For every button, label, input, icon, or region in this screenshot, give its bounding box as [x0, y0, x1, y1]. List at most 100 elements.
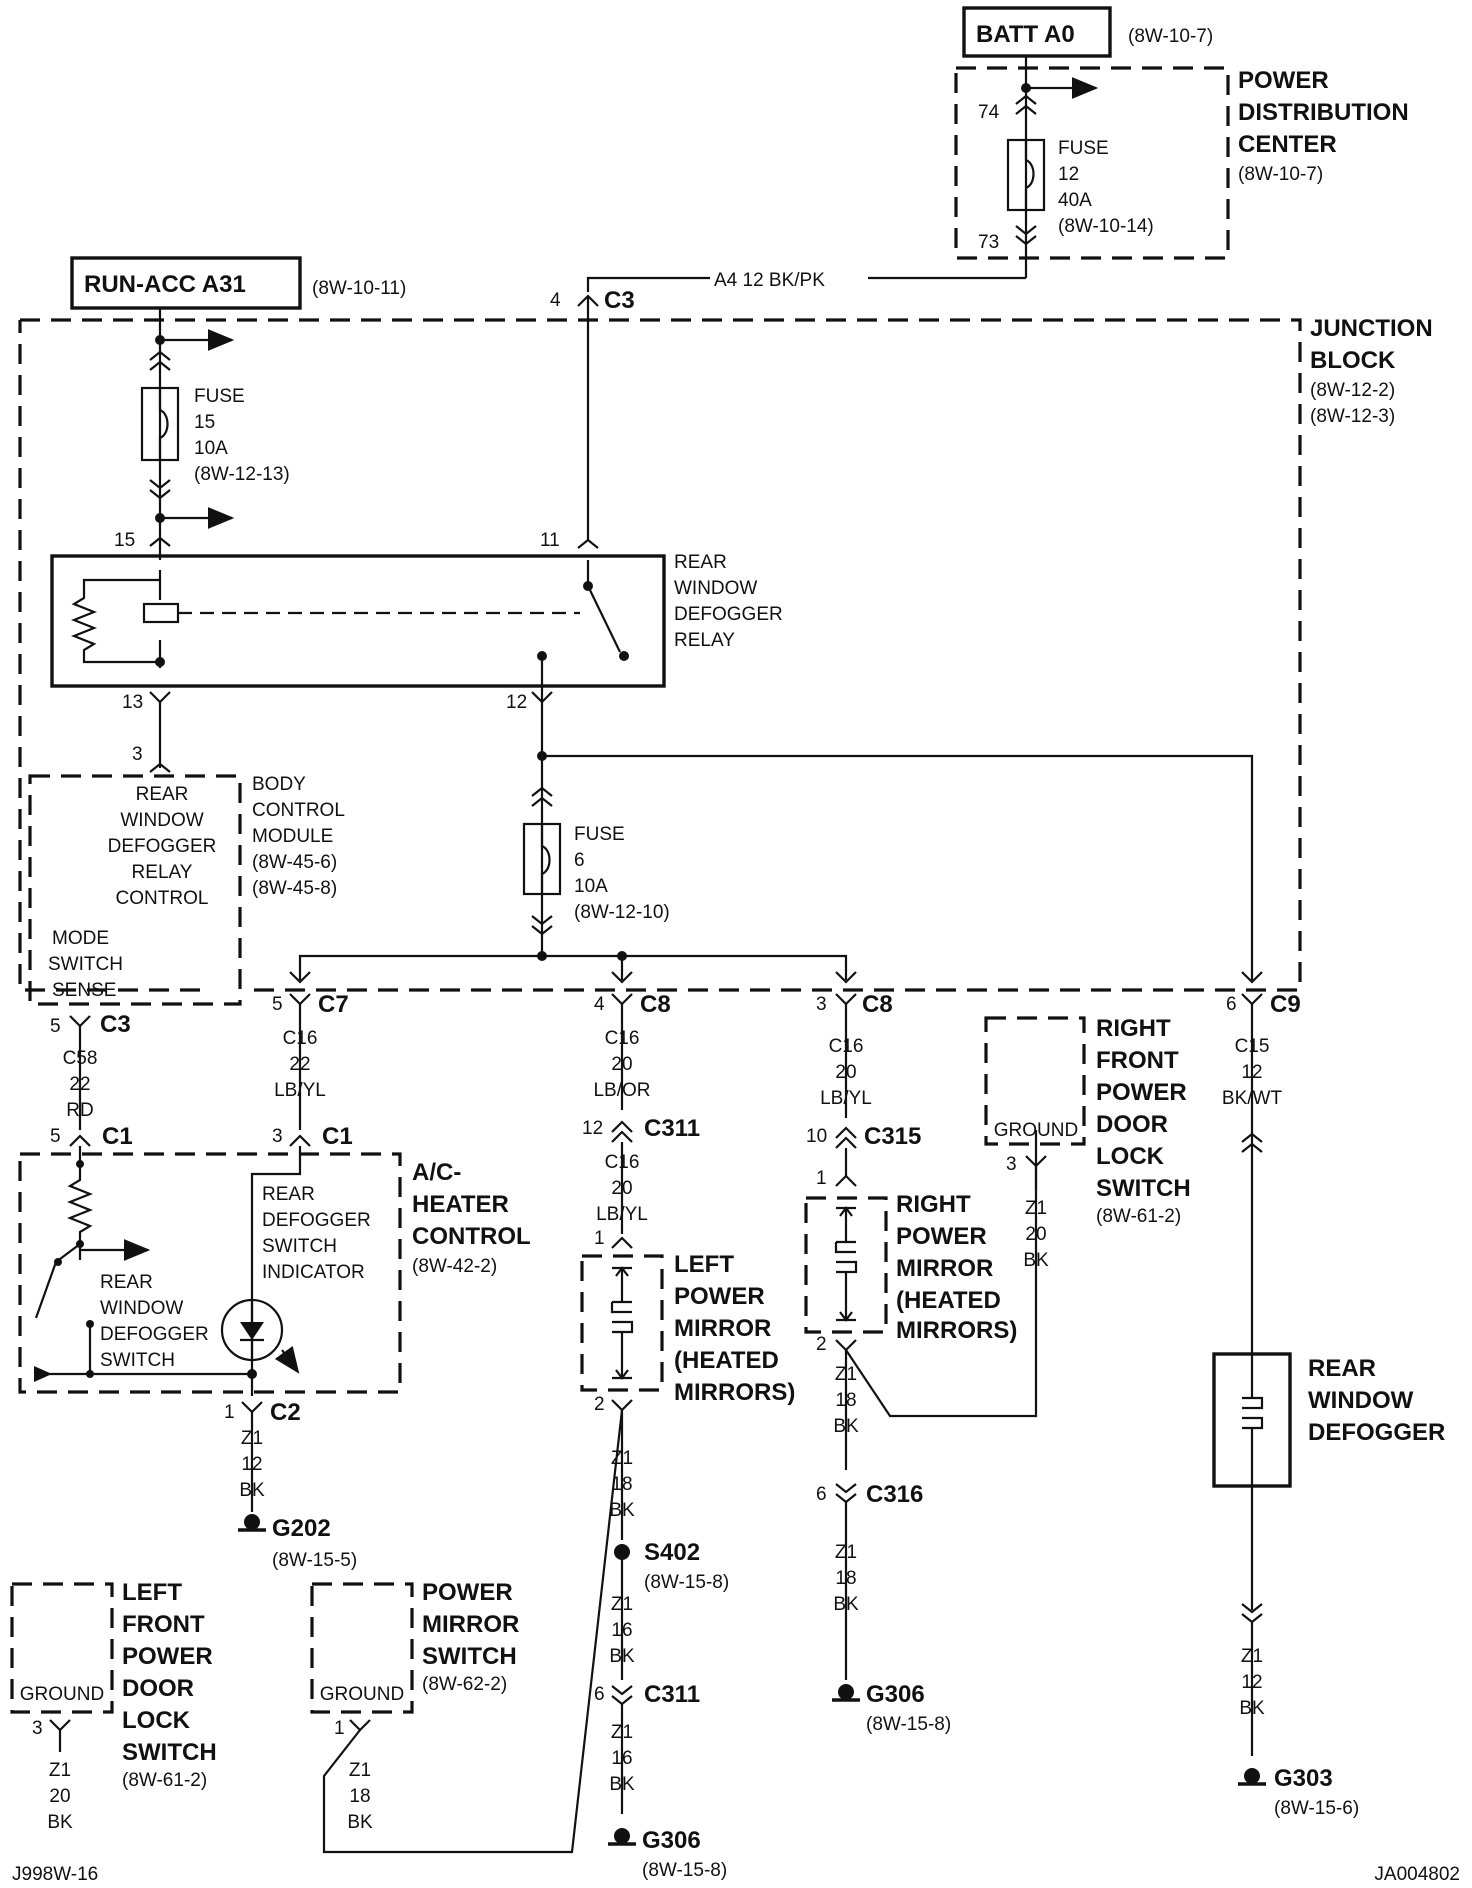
svg-text:JUNCTION: JUNCTION — [1310, 315, 1433, 342]
svg-text:C58: C58 — [63, 1048, 98, 1069]
svg-text:(8W-62-2): (8W-62-2) — [422, 1674, 507, 1695]
svg-text:GROUND: GROUND — [20, 1684, 104, 1705]
svg-text:Z1: Z1 — [49, 1760, 71, 1781]
svg-text:12: 12 — [506, 692, 527, 713]
svg-text:MODULE: MODULE — [252, 826, 333, 847]
left-power-mirror: 12 C311 C16 20 LB/YL 1 LEFT POWER MIRROR… — [580, 1115, 795, 1881]
svg-text:40A: 40A — [1058, 190, 1092, 211]
svg-text:LB/YL: LB/YL — [820, 1088, 872, 1109]
svg-text:G202: G202 — [272, 1515, 331, 1542]
svg-text:C2: C2 — [270, 1399, 301, 1426]
svg-text:(8W-42-2): (8W-42-2) — [412, 1256, 497, 1277]
svg-text:FUSE: FUSE — [574, 824, 625, 845]
svg-text:BK: BK — [609, 1774, 635, 1795]
svg-text:(8W-10-7): (8W-10-7) — [1128, 26, 1213, 47]
svg-text:Z1: Z1 — [241, 1428, 263, 1449]
svg-text:POWER: POWER — [122, 1643, 213, 1670]
svg-text:3: 3 — [132, 744, 143, 765]
svg-text:12: 12 — [582, 1118, 603, 1139]
svg-text:3: 3 — [1006, 1154, 1017, 1175]
svg-text:DEFOGGER: DEFOGGER — [108, 836, 217, 857]
connector-c8-pin3: 3 C8 C16 20 LB/YL — [816, 991, 893, 1118]
power-mirror-switch: GROUND 1 Z1 18 BK POWER MIRROR SWITCH (8… — [310, 1409, 624, 1854]
svg-text:C16: C16 — [605, 1028, 640, 1049]
svg-text:DEFOGGER: DEFOGGER — [674, 604, 783, 625]
svg-text:BK: BK — [239, 1480, 265, 1501]
svg-text:Z1: Z1 — [611, 1722, 633, 1743]
svg-text:18: 18 — [349, 1786, 370, 1807]
svg-text:RELAY: RELAY — [132, 862, 193, 883]
svg-text:16: 16 — [611, 1620, 632, 1641]
svg-text:2: 2 — [594, 1394, 605, 1415]
svg-text:(8W-15-8): (8W-15-8) — [866, 1714, 951, 1735]
svg-text:C16: C16 — [283, 1028, 318, 1049]
svg-text:LOCK: LOCK — [122, 1707, 191, 1734]
svg-text:FRONT: FRONT — [1096, 1047, 1179, 1074]
svg-text:C8: C8 — [862, 991, 893, 1018]
svg-text:(8W-10-11): (8W-10-11) — [312, 278, 406, 299]
svg-text:10A: 10A — [574, 876, 608, 897]
svg-text:10: 10 — [806, 1126, 827, 1147]
svg-text:Z1: Z1 — [349, 1760, 371, 1781]
svg-text:3: 3 — [816, 994, 827, 1015]
svg-text:C9: C9 — [1270, 991, 1301, 1018]
svg-text:LB/YL: LB/YL — [596, 1204, 648, 1225]
svg-text:6: 6 — [594, 1684, 605, 1705]
svg-text:20: 20 — [49, 1786, 70, 1807]
svg-text:DEFOGGER: DEFOGGER — [1308, 1419, 1445, 1446]
svg-text:BK: BK — [47, 1812, 73, 1833]
svg-text:(8W-10-14): (8W-10-14) — [1058, 216, 1154, 237]
svg-text:73: 73 — [978, 232, 999, 253]
battery-source: BATT A0 (8W-10-7) — [962, 6, 1213, 58]
svg-text:Z1: Z1 — [611, 1594, 633, 1615]
svg-text:C3: C3 — [100, 1011, 131, 1038]
ac-heater-control: 5 C1 3 C1 A/C- HEATER CONTROL (8W-42-2) … — [18, 1123, 531, 1571]
svg-text:12: 12 — [1241, 1062, 1262, 1083]
svg-text:1: 1 — [816, 1168, 827, 1189]
svg-text:G306: G306 — [866, 1681, 925, 1708]
svg-text:WINDOW: WINDOW — [674, 578, 757, 599]
svg-text:LOCK: LOCK — [1096, 1143, 1165, 1170]
svg-text:(HEATED: (HEATED — [674, 1347, 779, 1374]
svg-text:SWITCH: SWITCH — [122, 1739, 217, 1766]
svg-text:Z1: Z1 — [611, 1448, 633, 1469]
svg-text:12: 12 — [241, 1454, 262, 1475]
svg-text:(8W-15-8): (8W-15-8) — [642, 1860, 727, 1881]
svg-text:G303: G303 — [1274, 1765, 1333, 1792]
connector-c7: 5 C7 C16 22 LB/YL — [272, 991, 349, 1130]
svg-text:REAR: REAR — [100, 1272, 153, 1293]
connector-c8-pin4: 4 C8 C16 20 LB/OR — [593, 991, 671, 1110]
svg-text:1: 1 — [224, 1402, 235, 1423]
svg-text:BATT A0: BATT A0 — [976, 21, 1075, 48]
svg-text:GROUND: GROUND — [994, 1120, 1078, 1141]
svg-text:BK: BK — [833, 1416, 859, 1437]
right-power-mirror: 10 C315 1 RIGHT POWER MIRROR (HEATED MIR… — [804, 1123, 1038, 1735]
svg-text:5: 5 — [272, 994, 283, 1015]
fuse-15: FUSE 15 10A (8W-12-13) — [140, 308, 290, 560]
svg-text:18: 18 — [611, 1474, 632, 1495]
svg-text:MIRROR: MIRROR — [896, 1255, 993, 1282]
svg-text:(8W-15-5): (8W-15-5) — [272, 1550, 357, 1571]
svg-text:DOOR: DOOR — [1096, 1111, 1168, 1138]
svg-text:(8W-61-2): (8W-61-2) — [122, 1770, 207, 1791]
svg-text:CONTROL: CONTROL — [116, 888, 209, 909]
connector-c3-pin5: 5 C3 C58 22 RD — [50, 1011, 131, 1130]
svg-text:MIRRORS): MIRRORS) — [896, 1317, 1017, 1344]
svg-text:Z1: Z1 — [1241, 1646, 1263, 1667]
svg-text:RUN-ACC A31: RUN-ACC A31 — [84, 271, 246, 298]
svg-text:DEFOGGER: DEFOGGER — [100, 1324, 209, 1345]
svg-text:POWER: POWER — [422, 1579, 513, 1606]
svg-text:(8W-45-6): (8W-45-6) — [252, 852, 337, 873]
junction-block: JUNCTION BLOCK (8W-12-2) (8W-12-3) — [18, 315, 1433, 992]
svg-text:POWER: POWER — [1238, 67, 1329, 94]
svg-text:C311: C311 — [644, 1681, 700, 1708]
svg-text:CONTROL: CONTROL — [252, 800, 345, 821]
svg-text:12: 12 — [1241, 1672, 1262, 1693]
svg-text:DEFOGGER: DEFOGGER — [262, 1210, 371, 1231]
svg-text:LEFT: LEFT — [674, 1251, 734, 1278]
svg-text:Z1: Z1 — [835, 1542, 857, 1563]
svg-text:CONTROL: CONTROL — [412, 1223, 531, 1250]
svg-text:20: 20 — [835, 1062, 856, 1083]
svg-text:SWITCH: SWITCH — [262, 1236, 337, 1257]
svg-text:SWITCH: SWITCH — [48, 954, 123, 975]
